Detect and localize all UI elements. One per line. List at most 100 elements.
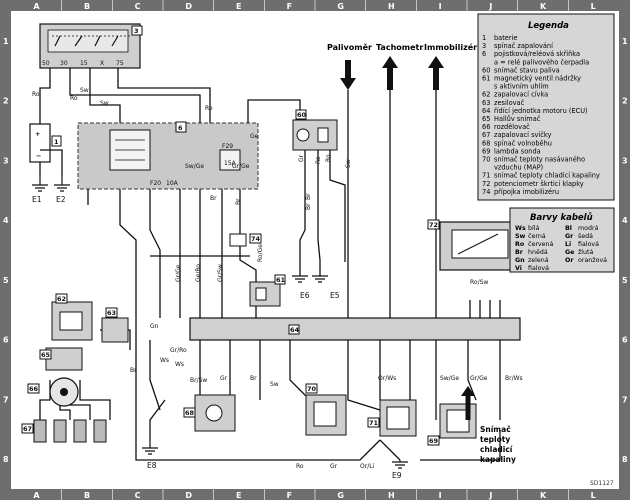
svg-text:E8: E8 [147,461,157,470]
signal-immobilizer: Immobilizér [424,42,477,90]
throttle-potentiometer: 72 [427,219,521,271]
row-label-right: 3 [622,156,628,165]
wire-label: Sw [100,100,109,107]
row-label-right: 2 [622,97,628,106]
canister-valve: 61 [249,274,286,307]
color-name: šedá [578,232,593,240]
label-3: 3 [134,27,139,35]
wire-label: Sw [270,381,279,388]
label-1: 1 [54,138,59,146]
row-label-left: 6 [3,336,9,345]
legend-title: Legenda [528,21,569,31]
col-label-top: B [84,2,90,11]
frame-left-band [0,0,11,500]
legend-num: 6 [482,50,486,58]
col-label-bottom: J [488,491,492,500]
wire-label: Gr/Ge [232,163,250,170]
svg-text:69: 69 [429,437,439,445]
color-code: Ws [515,225,526,232]
row-label-right: 1 [622,37,628,46]
wire-label: Gr [220,375,228,382]
color-name: fialová [578,240,599,248]
wire-label: Br/Sw [190,377,207,384]
col-label-top: I [439,2,442,11]
wire-label: Gr [298,154,305,162]
col-label-top: H [388,2,395,11]
pin-x: X [100,60,104,67]
col-label-top: J [488,2,492,11]
color-code: Bl [565,225,572,232]
wire-label: Ge/Ro [195,264,202,282]
row-label-right: 5 [622,276,628,285]
fuse-f20: F20 [150,180,161,187]
svg-text:E9: E9 [392,471,402,480]
ground-e8: E8 [142,440,158,470]
color-code: Sw [515,233,526,240]
pin-30: 30 [60,60,68,67]
legend-num: 3 [482,42,486,50]
col-label-top: D [185,2,192,11]
col-label-bottom: B [84,491,90,500]
col-label-top: K [540,2,547,11]
ground-e6: E6 [300,291,310,300]
svg-text:71: 71 [369,419,379,427]
row-label-left: 4 [3,216,9,225]
colors-title: Barvy kabelů [530,212,593,223]
pin-75: 75 [116,60,124,67]
legend-text: zapalovací svíčky [494,131,551,139]
coolant-temp-sensor: 71 [367,399,417,437]
wire-label: Sw/Ge [440,375,459,382]
ground-e2: E2 [54,175,70,204]
col-label-top: F [287,2,292,11]
svg-text:68: 68 [185,409,195,417]
legend-text: Hallův snímač [494,115,541,123]
legend-text: spínač volnoběhu [494,139,552,147]
wire-label: Ro [32,91,40,98]
color-code: Li [565,241,571,248]
wire-label: Ws [175,361,184,368]
legend-num: 72 [482,180,490,188]
svg-text:65: 65 [41,351,51,359]
wire-label: Br [210,195,217,202]
row-label-right: 7 [622,395,628,404]
svg-text:Tachometr: Tachometr [376,43,423,52]
svg-text:−: − [36,152,41,160]
legend-text: řídící jednotka motoru (ECU) [494,107,588,115]
wire-label: Ro/Sw [470,279,488,286]
legend-num: 71 [482,172,490,180]
legend-text: rozdělovač [494,123,530,131]
legend-num: 70 [482,156,490,164]
label-6: 6 [178,124,183,132]
svg-text:E5: E5 [330,291,340,300]
wire-label: Gr/Sw [217,264,224,282]
wire-label: Gr [330,463,338,470]
legend-text: zapalovací cívka [494,91,548,99]
svg-text:teploty: teploty [480,435,510,444]
svg-text:70: 70 [307,385,317,393]
svg-text:74: 74 [251,235,261,243]
svg-text:63: 63 [107,309,116,317]
color-name: červená [528,240,554,248]
wire-label: Br [130,367,137,374]
svg-text:+: + [35,130,40,138]
legend-text: s aktivním uhlím [494,83,549,91]
legend-num: 62 [482,91,490,99]
row-label-left: 8 [3,455,9,464]
ignition-coil: 62 [51,293,93,341]
legend-text: snímač stavu paliva [494,66,560,74]
legend-num: 61 [482,75,490,83]
ground-e5: E5 [330,291,340,300]
color-code: Gr [565,233,574,240]
stamp: SD1127 [590,480,614,487]
legend-num: 63 [482,99,490,107]
spark-plugs: 67 [21,419,107,443]
legend-text: spínač zapalování [494,42,553,50]
wire-label: Ro [325,154,332,162]
wire-label: Ro [315,156,322,164]
col-label-bottom: A [33,491,40,500]
legend-num: 60 [482,66,490,74]
fuse-relay-box: 6 F29 15A F20 10A [77,121,259,190]
fuel-level-sensor: 60 [292,109,338,151]
legend-num: 66 [482,123,490,131]
